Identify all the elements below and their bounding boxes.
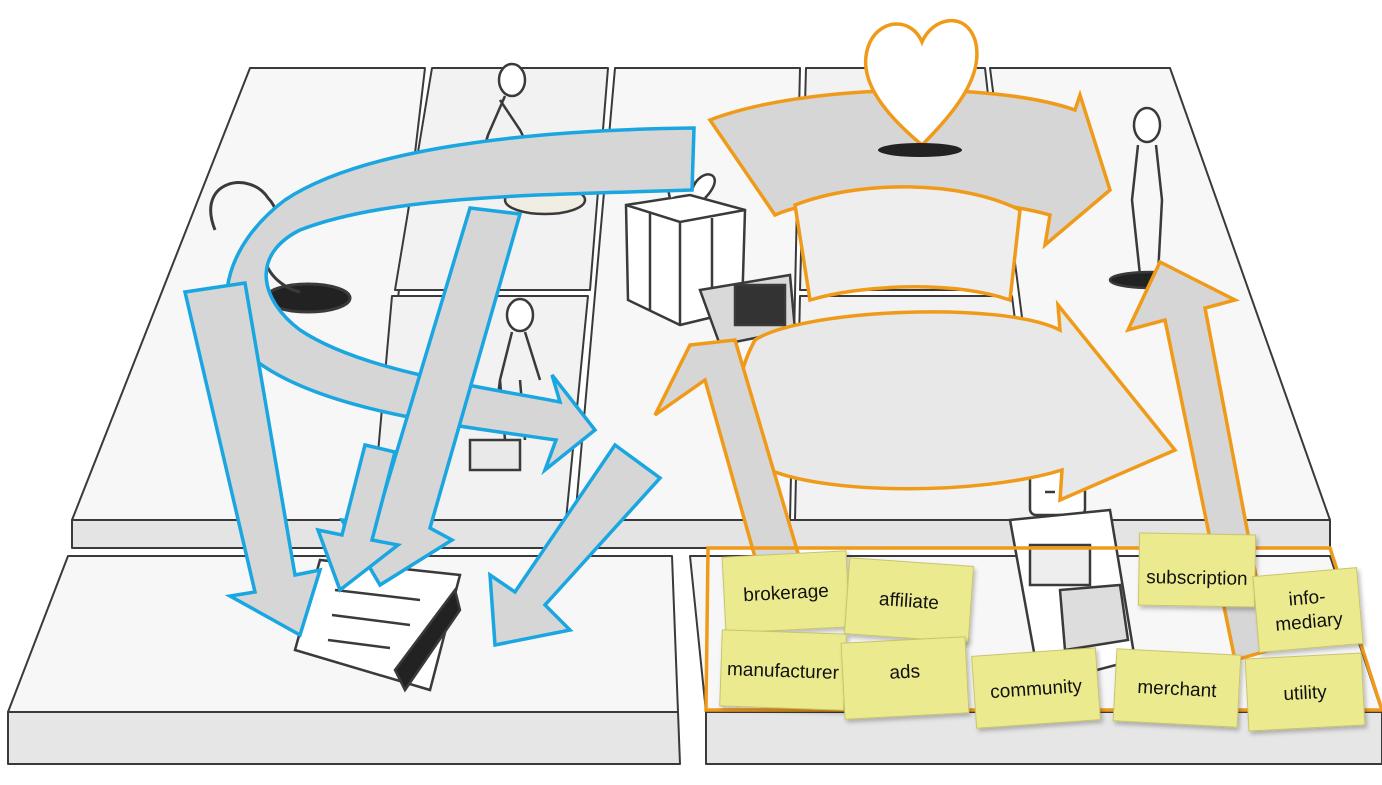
note-label-merchant: merchant: [1137, 677, 1218, 702]
note-label-ads: ads: [889, 661, 921, 684]
sticky-note-infomediary: info- mediary: [1253, 568, 1363, 653]
sticky-note-affiliate: affiliate: [845, 558, 974, 642]
sticky-note-manufacturer: manufacturer: [720, 630, 847, 710]
heart-shadow: [878, 143, 962, 157]
note-label-affiliate: affiliate: [878, 589, 939, 614]
sticky-note-brokerage: brokerage: [722, 551, 850, 633]
note-label-subscription: subscription: [1146, 567, 1248, 590]
sticky-note-merchant: merchant: [1113, 649, 1241, 727]
note-label-infomediary-line1: info-: [1288, 586, 1327, 610]
inner-ring: [795, 187, 1020, 300]
sticky-note-subscription: subscription: [1138, 533, 1255, 607]
sticky-note-utility: utility: [1245, 653, 1365, 731]
note-label-manufacturer: manufacturer: [727, 659, 840, 684]
sticky-note-ads: ads: [841, 637, 969, 719]
sticky-note-community: community: [972, 648, 1101, 728]
note-label-utility: utility: [1283, 682, 1328, 705]
note-label-brokerage: brokerage: [743, 581, 830, 606]
